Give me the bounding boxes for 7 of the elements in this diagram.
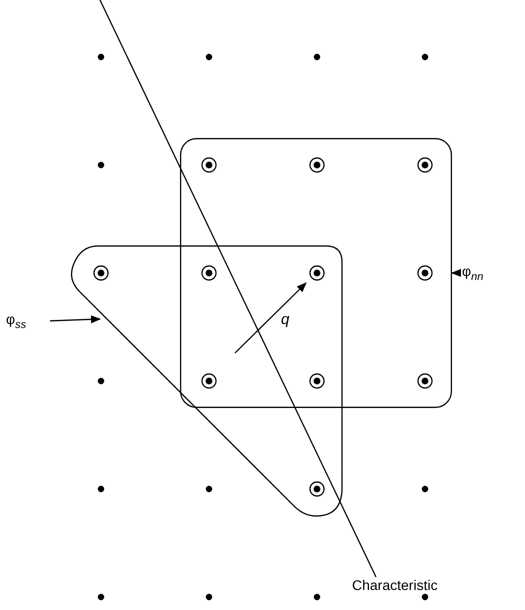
stencil-label: φ$_{nn}$ [462,263,502,285]
characteristic-line [99,0,377,578]
pointer-arrow [50,315,101,324]
stencil-label: φ$_{ss}$ [6,311,46,333]
vector-label: q [281,312,290,328]
pointer-arrow [451,268,462,277]
line-label: Characteristic [352,577,452,595]
